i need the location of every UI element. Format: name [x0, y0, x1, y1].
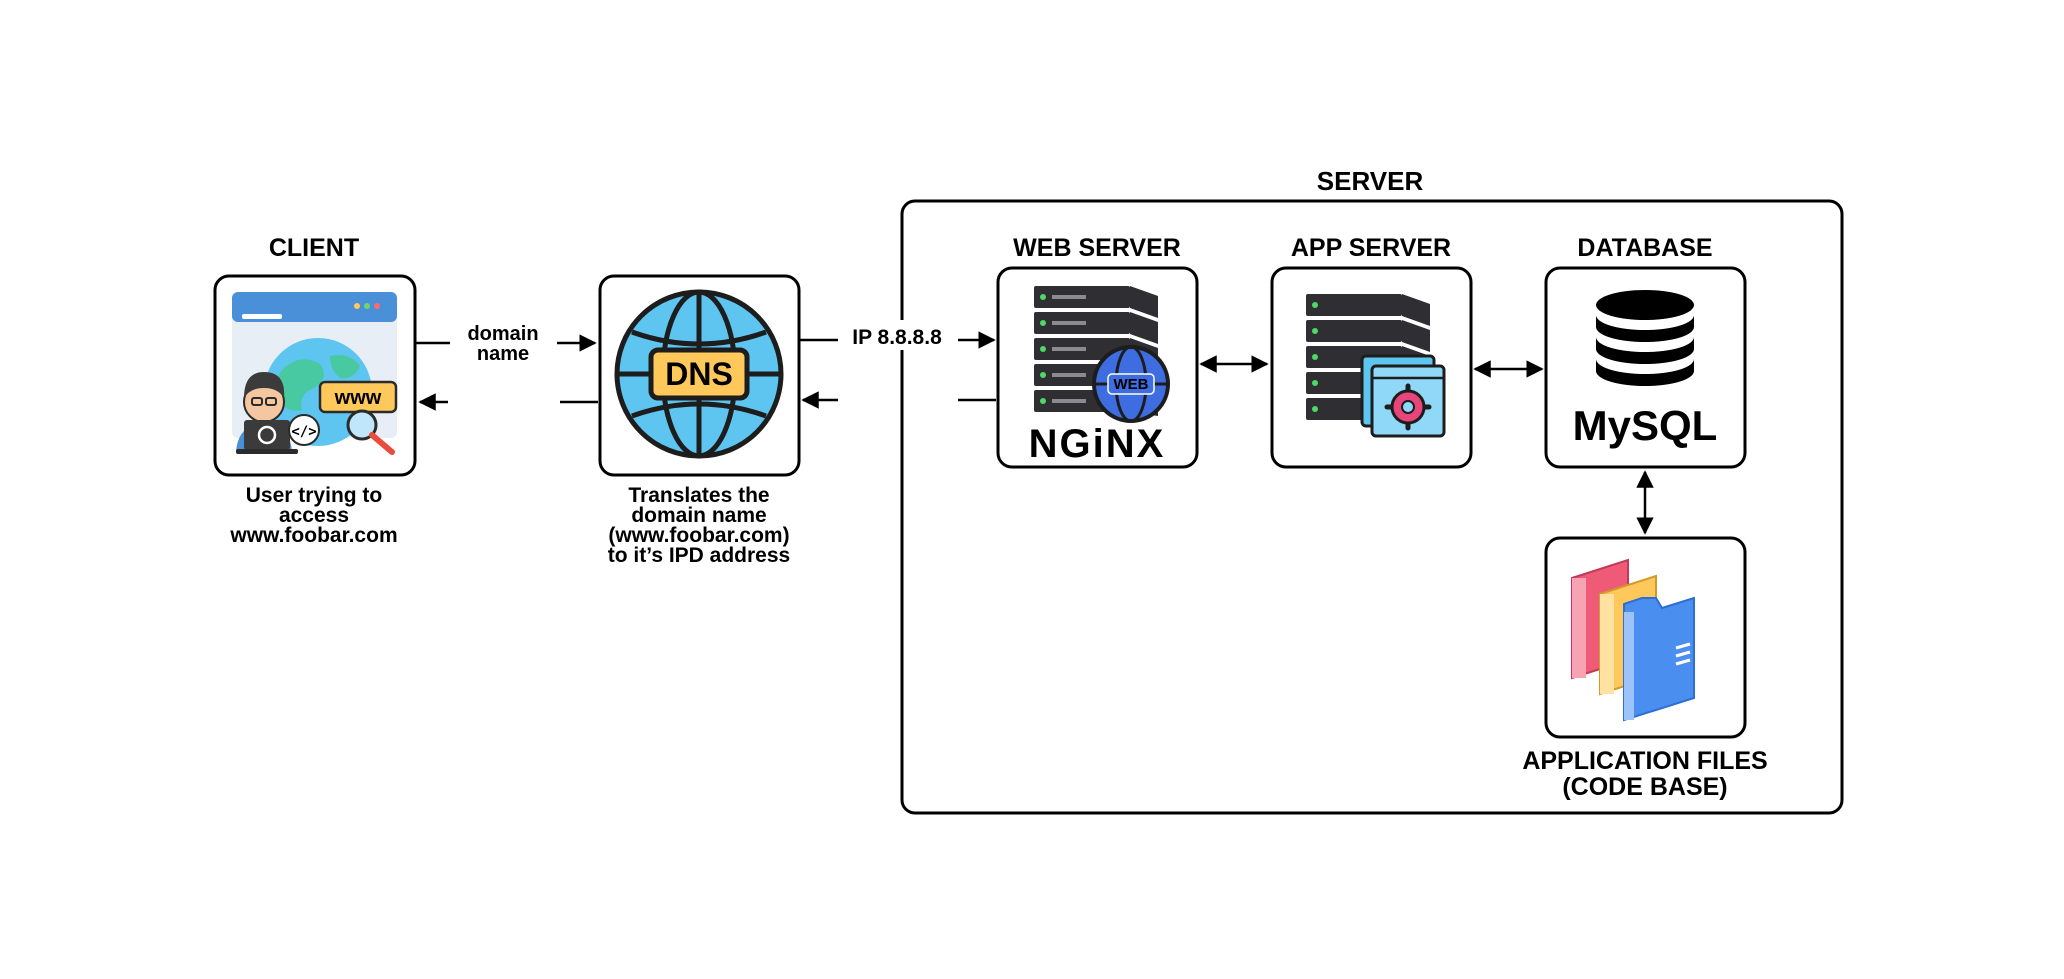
client-title: CLIENT — [269, 234, 359, 262]
web-server-node[interactable]: WEB NGiNX — [996, 266, 1199, 469]
mysql-logo: MySQL — [1573, 402, 1718, 449]
dns-globe-icon: DNS — [614, 289, 784, 459]
web-server-title: WEB SERVER — [1013, 234, 1181, 262]
server-rack-web-icon: WEB — [1034, 286, 1170, 423]
database-stack-icon — [1596, 290, 1694, 386]
edge-dns-web — [800, 331, 996, 409]
server-group-title: SERVER — [1317, 166, 1424, 196]
app-files-title-line-2: (CODE BASE) — [1562, 773, 1727, 801]
edge-client-dns — [416, 334, 598, 411]
database-title: DATABASE — [1577, 234, 1712, 262]
dns-badge-text: DNS — [665, 356, 733, 392]
code-glyph-icon: </> — [291, 424, 316, 440]
web-badge-text: WEB — [1114, 376, 1149, 393]
app-server-title: APP SERVER — [1291, 234, 1451, 262]
client-node[interactable]: www </> — [213, 274, 417, 477]
dns-caption-line-3: (www.foobar.com) — [608, 524, 789, 547]
user-browser-icon: www </> — [232, 292, 398, 455]
nginx-logo: NGiNX — [1029, 422, 1166, 466]
client-caption-line-3: www.foobar.com — [229, 524, 397, 547]
client-caption-line-2: access — [279, 504, 349, 527]
dns-caption-line-4: to it’s IPD address — [608, 544, 790, 567]
dns-node[interactable]: DNS — [598, 274, 801, 477]
server-rack-gear-icon — [1306, 294, 1446, 438]
app-files-node[interactable] — [1544, 536, 1747, 739]
database-node[interactable]: MySQL — [1544, 266, 1747, 469]
server-group-frame — [900, 199, 1844, 815]
browser-www-text: www — [334, 387, 382, 409]
edge-label-domain-line-2: name — [477, 343, 529, 365]
edge-label-ip: IP 8.8.8.8 — [852, 326, 942, 349]
client-caption-line-1: User trying to — [246, 484, 383, 507]
app-server-node[interactable] — [1270, 266, 1473, 469]
edge-label-domain-line-1: domain — [467, 323, 538, 345]
dns-caption-line-1: Translates the — [628, 484, 769, 507]
dns-caption-line-2: domain name — [631, 504, 766, 527]
folders-icon — [1571, 558, 1695, 722]
app-files-title-line-1: APPLICATION FILES — [1522, 747, 1767, 775]
